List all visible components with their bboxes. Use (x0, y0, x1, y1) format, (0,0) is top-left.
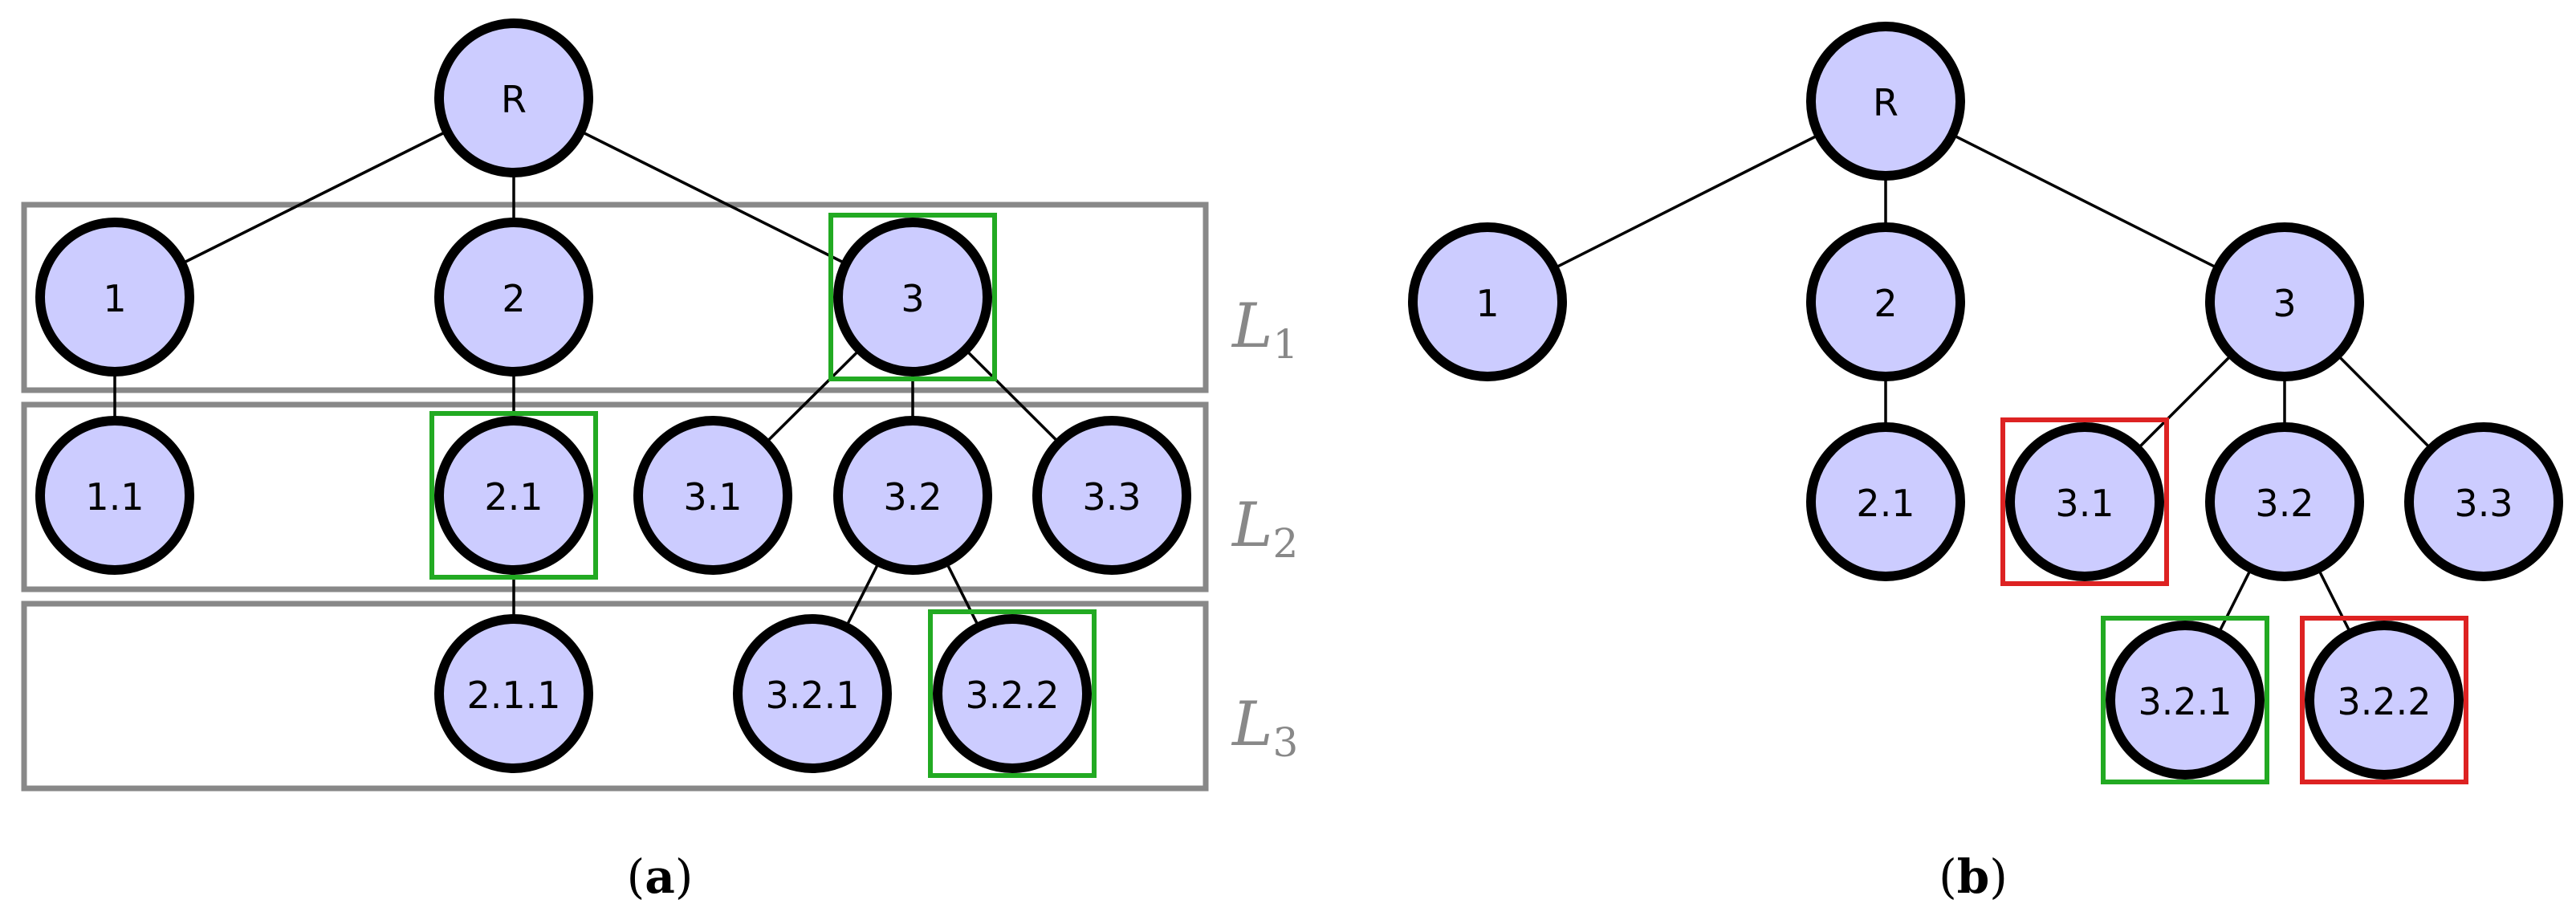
node-2-1-1: 2.1.1 (434, 614, 593, 773)
node-circle (733, 614, 892, 773)
node-3-3: 3.3 (2404, 422, 2563, 581)
node-circle (1806, 222, 1965, 381)
node-label: 2.1 (484, 475, 543, 519)
node-2-1: 2.1 (434, 416, 593, 575)
node-circle (833, 218, 992, 377)
highlight-box-3-1 (2000, 417, 2169, 586)
level-label-l2: L2 (1231, 489, 1298, 567)
node-3-2-2: 3.2.2 (933, 614, 1092, 773)
caption-b: (b) (1939, 849, 2008, 904)
node-label: 3.3 (1082, 475, 1141, 519)
node-label: 3.2.1 (765, 674, 859, 717)
node-label: 2.1 (1856, 482, 1915, 525)
level-box-l2 (21, 401, 1209, 592)
node-circle (434, 18, 593, 177)
node-label: 3.2.2 (965, 674, 1059, 717)
node-label: 2.1.1 (466, 674, 560, 717)
node-label: R (1873, 81, 1898, 124)
level-box-l3 (21, 601, 1209, 792)
node-label: 1.1 (85, 475, 144, 519)
node-label: 3.2 (883, 475, 942, 519)
highlight-box-3-2-2 (2300, 616, 2468, 784)
node-label: 3.2 (2255, 482, 2314, 525)
node-2: 2 (1806, 222, 1965, 381)
node-3: 3 (833, 218, 992, 377)
node-2-1: 2.1 (1806, 422, 1965, 581)
node-r: R (434, 18, 593, 177)
node-label: R (501, 78, 527, 121)
highlight-box-3-2-1 (2101, 616, 2269, 784)
caption-a: (a) (627, 849, 694, 904)
highlights (2000, 417, 2468, 784)
node-circle (434, 416, 593, 575)
node-circle (2205, 222, 2364, 381)
node-3-2: 3.2 (2205, 422, 2364, 581)
node-circle (2404, 422, 2563, 581)
node-circle (633, 416, 792, 575)
node-3-2-1: 3.2.1 (2106, 621, 2265, 780)
node-circle (1806, 422, 1965, 581)
node-label: 1 (103, 277, 126, 320)
highlight-box-2-1 (429, 411, 598, 580)
node-circle (2005, 422, 2164, 581)
node-circle (35, 416, 194, 575)
node-label: 3.2.1 (2138, 680, 2232, 723)
node-circle (2305, 621, 2464, 780)
node-circle (35, 218, 194, 377)
node-1: 1 (1408, 222, 1567, 381)
node-circle (833, 416, 992, 575)
node-label: 3 (901, 277, 924, 320)
node-circle (2205, 422, 2364, 581)
node-label: 3 (2273, 282, 2296, 325)
edges (1487, 100, 2485, 701)
node-circle (2106, 621, 2265, 780)
node-circle (1408, 222, 1567, 381)
panel-b: R 1 2 3 2.1 3.1 3.2 3.3 3.2.1 3.2.2 (b) (1408, 22, 2563, 904)
node-label: 3.1 (2055, 482, 2114, 525)
node-label: 1 (1475, 282, 1499, 325)
node-3-2-2: 3.2.2 (2305, 621, 2464, 780)
level-label-l3: L3 (1231, 688, 1298, 766)
node-3-1: 3.1 (2005, 422, 2164, 581)
node-circle (933, 614, 1092, 773)
nodes: R 1 2 3 1.1 2.1 3.1 3.2 3.3 2.1.1 3.2.1 3.2.2 (35, 18, 1191, 773)
node-label: 3.3 (2454, 482, 2513, 525)
node-label: 3.2.2 (2337, 680, 2431, 723)
level-box-l1 (21, 202, 1209, 393)
level-label-l1: L1 (1231, 290, 1298, 368)
node-1: 1 (35, 218, 194, 377)
node-label: 3.1 (683, 475, 742, 519)
node-1-1: 1.1 (35, 416, 194, 575)
node-label: 2 (502, 277, 525, 320)
highlight-box-3-2-2 (928, 609, 1097, 778)
node-circle (434, 614, 593, 773)
node-3-1: 3.1 (633, 416, 792, 575)
highlights (429, 213, 1097, 778)
node-circle (1806, 22, 1965, 181)
node-label: 2 (1874, 282, 1897, 325)
node-3-2: 3.2 (833, 416, 992, 575)
node-3-2-1: 3.2.1 (733, 614, 892, 773)
node-3: 3 (2205, 222, 2364, 381)
node-r: R (1806, 22, 1965, 181)
nodes: R 1 2 3 2.1 3.1 3.2 3.3 3.2.1 3.2.2 (1408, 22, 2563, 780)
node-2: 2 (434, 218, 593, 377)
node-circle (1032, 416, 1191, 575)
node-3-3: 3.3 (1032, 416, 1191, 575)
node-circle (434, 218, 593, 377)
highlight-box-3 (828, 213, 997, 381)
